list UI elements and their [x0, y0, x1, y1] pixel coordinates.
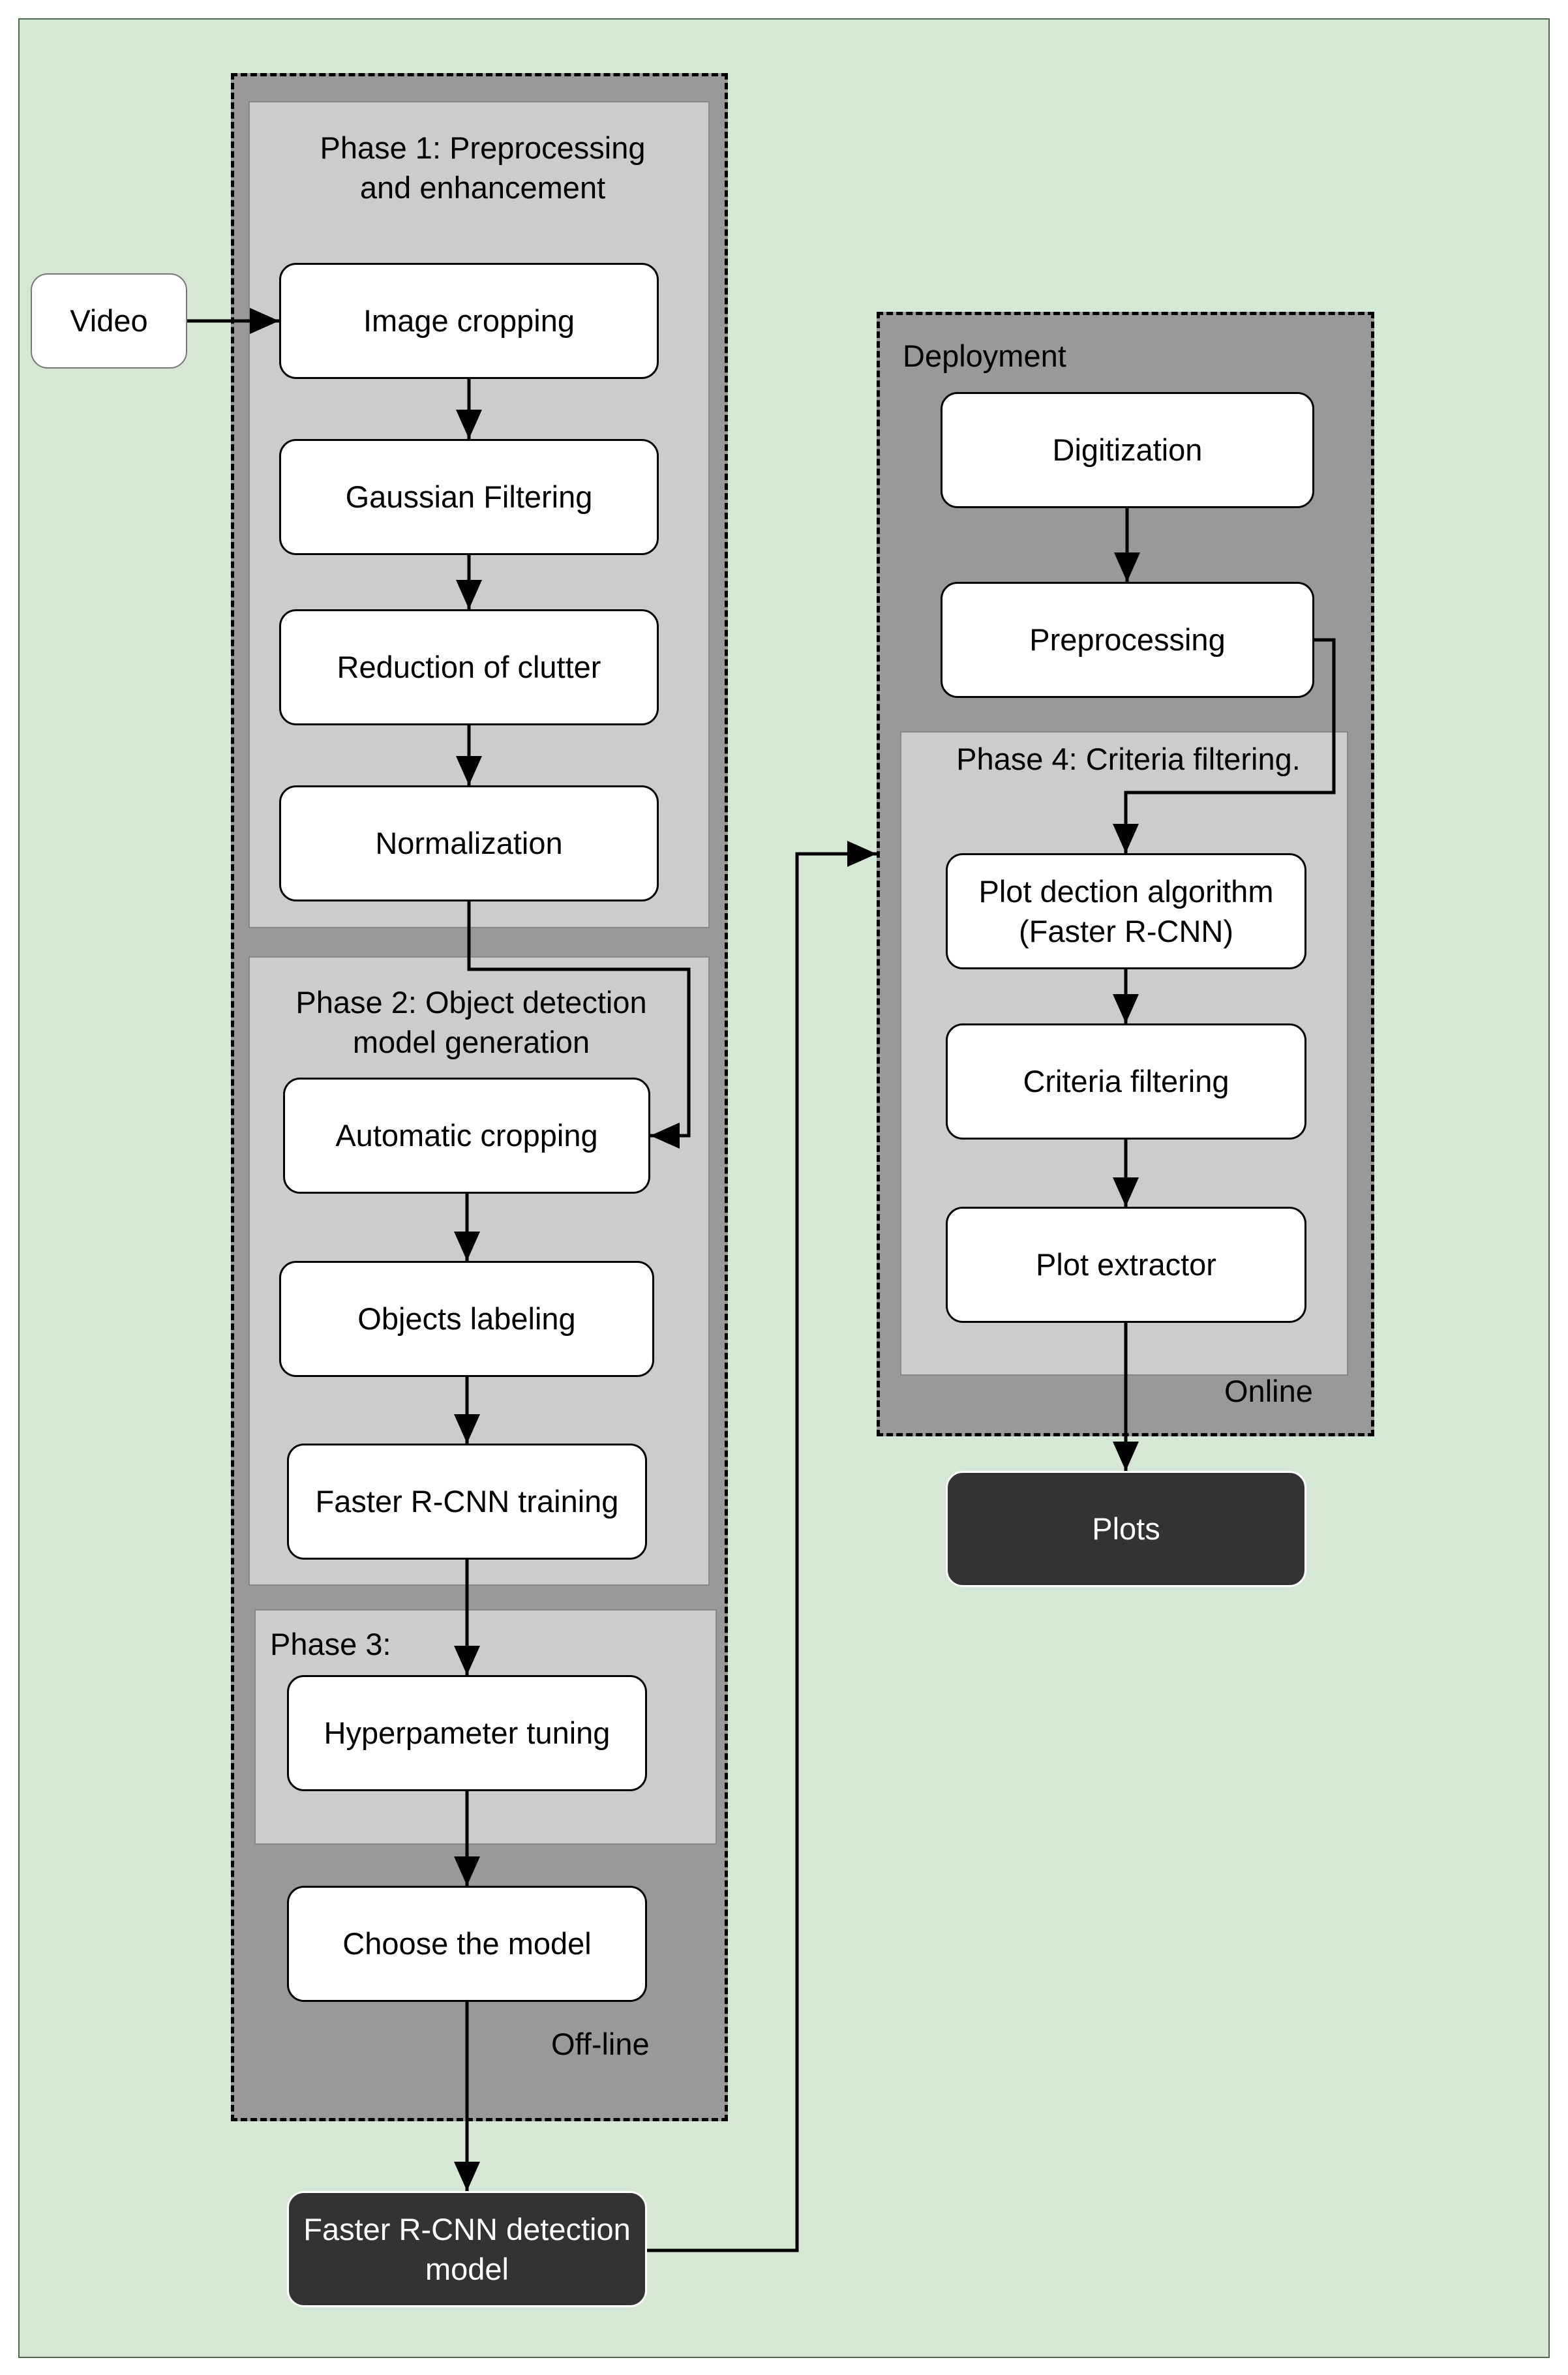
- automatic-cropping-node[interactable]: Automatic cropping: [283, 1078, 650, 1194]
- faster-rcnn-training-node[interactable]: Faster R-CNN training: [287, 1444, 647, 1560]
- choose-the-model-node[interactable]: Choose the model: [287, 1886, 647, 2002]
- digitization-node[interactable]: Digitization: [941, 392, 1314, 508]
- image-cropping-node[interactable]: Image cropping: [279, 263, 659, 379]
- edge-preprocessing-to-plot-detection: [1113, 638, 1336, 853]
- hyperparameter-tuning-node[interactable]: Hyperpameter tuning: [287, 1675, 647, 1791]
- video-node[interactable]: Video: [31, 273, 187, 369]
- plot-extractor-node[interactable]: Plot extractor: [946, 1207, 1306, 1323]
- gaussian-filtering-node[interactable]: Gaussian Filtering: [279, 439, 659, 555]
- deployment-label: Deployment: [903, 339, 1066, 373]
- plot-detection-algorithm-node[interactable]: Plot dection algorithm (Faster R-CNN): [946, 853, 1306, 969]
- reduction-of-clutter-node[interactable]: Reduction of clutter: [279, 609, 659, 725]
- phase3-title: Phase 3:: [270, 1627, 391, 1661]
- detection-model-node[interactable]: Faster R-CNN detection model: [287, 2191, 647, 2307]
- online-label: Online: [1224, 1374, 1313, 1408]
- preprocessing-node[interactable]: Preprocessing: [941, 582, 1314, 698]
- objects-labeling-node[interactable]: Objects labeling: [279, 1261, 654, 1377]
- phase4-title: Phase 4: Criteria filtering.: [956, 742, 1301, 776]
- criteria-filtering-node[interactable]: Criteria filtering: [946, 1023, 1306, 1140]
- plots-node[interactable]: Plots: [946, 1471, 1306, 1587]
- offline-label: Off-line: [551, 2027, 650, 2061]
- phase2-title: Phase 2: Object detection model generati…: [295, 985, 647, 1060]
- edge-normalization-to-automatic-cropping: [467, 901, 691, 1149]
- phase1-title: Phase 1: Preprocessing and enhancement: [320, 130, 646, 205]
- edge-detection-model-to-deployment: [647, 841, 877, 2252]
- normalization-node[interactable]: Normalization: [279, 785, 659, 901]
